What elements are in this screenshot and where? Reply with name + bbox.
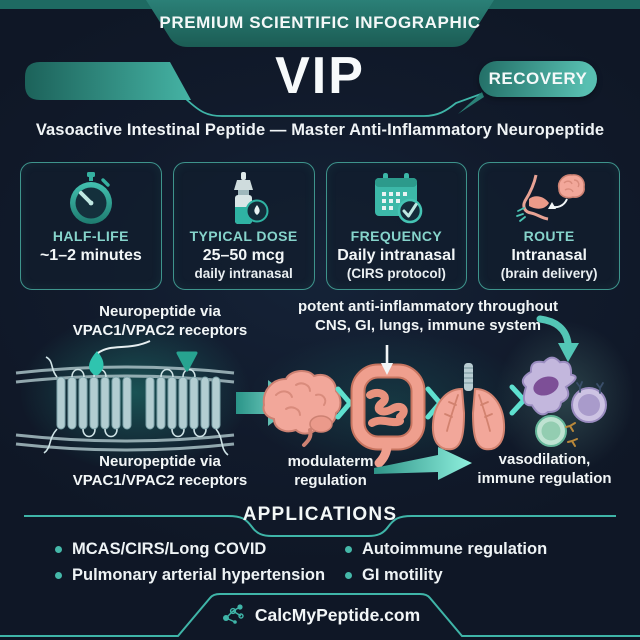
- lungs-icon: [431, 363, 506, 451]
- card-title: TYPICAL DOSE: [189, 228, 298, 244]
- subtitle: Vasoactive Intestinal Peptide — Master A…: [35, 121, 605, 139]
- molecule-icon: [222, 604, 244, 624]
- application-label: Autoimmune regulation: [362, 540, 548, 558]
- down-arrow-icon: [381, 345, 393, 375]
- stat-card-frequency: FREQUENCY Daily intranasal (CIRS protoco…: [325, 162, 468, 290]
- effects-label-top: potent anti-inflammatory throughout CNS,…: [298, 298, 558, 334]
- vpac-receptor-icon: [15, 340, 235, 456]
- nose-brain-icon: [512, 170, 586, 227]
- receptor-label-top: Neuropeptide via VPAC1/VPAC2 receptors: [72, 303, 248, 339]
- receptor-label-bottom: Neuropeptide via VPAC1/VPAC2 receptors: [72, 453, 248, 489]
- immune-cells-icon: [521, 356, 607, 447]
- stat-cards-row: HALF-LIFE ~1–2 minutes TYPICAL DOSE 25–5…: [20, 162, 620, 290]
- stopwatch-icon: [59, 170, 123, 227]
- applications-divider: [24, 515, 616, 537]
- arrow-right-icon: [374, 447, 472, 480]
- card-title: FREQUENCY: [350, 228, 443, 244]
- card-subvalue: (brain delivery): [500, 266, 598, 281]
- card-value: 25–50 mcg: [202, 247, 285, 264]
- chevron-icon: [335, 386, 353, 420]
- page-title: VIP: [275, 47, 365, 105]
- curved-arrow-icon: [536, 315, 579, 362]
- header-pill: [25, 62, 191, 100]
- applications-heading: APPLICATIONS: [242, 504, 398, 525]
- stat-card-route: ROUTE Intranasal (brain delivery): [478, 162, 620, 290]
- intestine-icon: [350, 363, 426, 468]
- card-subvalue: daily intranasal: [194, 266, 293, 281]
- top-banner-shape: [146, 0, 494, 47]
- application-label: MCAS/CIRS/Long COVID: [72, 540, 267, 558]
- application-item: Autoimmune regulation: [345, 540, 547, 559]
- recovery-badge: RECOVERY: [479, 61, 597, 97]
- modulation-label: modulaterm regulation: [287, 453, 374, 489]
- footer-banner: [0, 593, 640, 637]
- footer-content: CalcMyPeptide.com: [0, 602, 640, 628]
- header-underline: [185, 93, 482, 117]
- card-subvalue: (CIRS protocol): [346, 266, 446, 281]
- card-value: Intranasal: [511, 247, 587, 264]
- card-value: ~1–2 minutes: [39, 247, 142, 264]
- bullet-dot: [55, 572, 62, 579]
- application-label: Pulmonary arterial hypertension: [72, 566, 326, 584]
- vasodilation-label: vasodilation, immune regulation: [477, 451, 612, 487]
- site-name: CalcMyPeptide.com: [254, 604, 421, 625]
- application-label: GI motility: [362, 566, 443, 584]
- stat-card-typical-dose: TYPICAL DOSE 25–50 mcg daily intranasal: [172, 162, 315, 290]
- calendar-check-icon: [364, 170, 428, 227]
- card-title: ROUTE: [523, 228, 575, 244]
- application-item: MCAS/CIRS/Long COVID: [55, 540, 266, 559]
- pathway-diagram: [15, 315, 607, 480]
- badge-tail: [458, 92, 484, 114]
- card-value: Daily intranasal: [337, 247, 456, 264]
- application-item: GI motility: [345, 566, 443, 585]
- banner-label: PREMIUM SCIENTIFIC INFOGRAPHIC: [159, 13, 481, 32]
- header-decoration: [0, 0, 640, 117]
- brain-icon: [262, 370, 342, 447]
- bullet-dot: [345, 546, 352, 553]
- chevron-icon: [509, 384, 527, 416]
- bullet-dot: [345, 572, 352, 579]
- nasal-spray-icon: [212, 170, 276, 227]
- bullet-dot: [55, 546, 62, 553]
- card-title: HALF-LIFE: [52, 228, 129, 244]
- pathway-section: Neuropeptide via VPAC1/VPAC2 receptors p…: [0, 295, 640, 500]
- stat-card-half-life: HALF-LIFE ~1–2 minutes: [20, 162, 162, 290]
- application-item: Pulmonary arterial hypertension: [55, 566, 325, 585]
